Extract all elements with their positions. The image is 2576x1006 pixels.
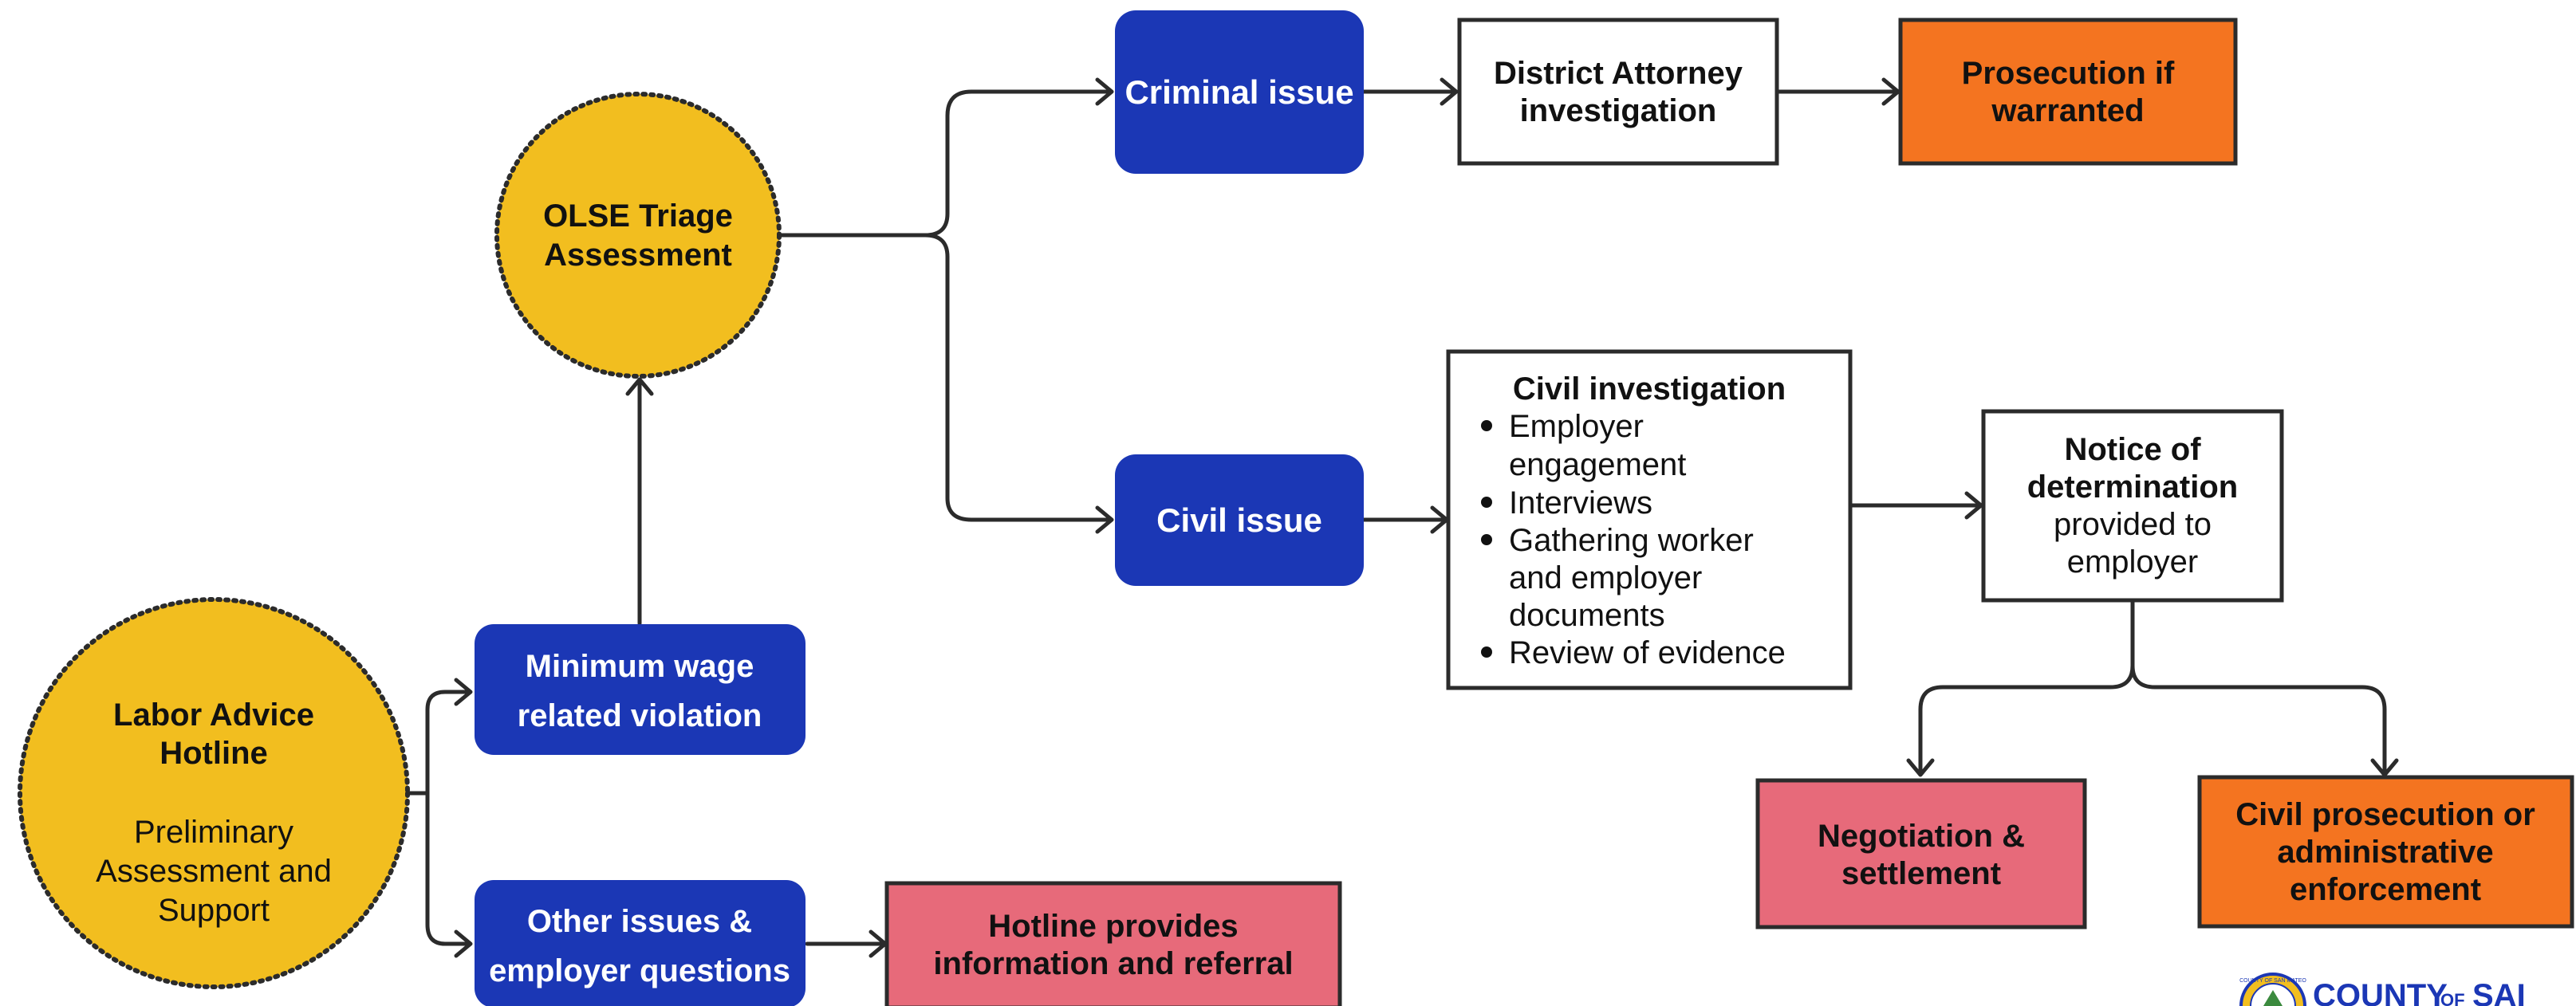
arrowhead-to-civil-prosecution [2370,758,2399,777]
other-issues-box [475,880,805,1006]
bullet-dot [1481,420,1492,431]
hotline-referral-line-1: Hotline provides [988,909,1238,944]
arrowhead-to-triage [625,377,654,396]
negotiation-box [1755,778,2087,929]
criminal-issue-label: Criminal issue [1125,73,1353,111]
connector-triage-fork [776,89,1113,522]
connector-notice-fork [1918,599,2387,774]
civil-issue-box [1115,454,1364,586]
bullet-employer-engagement-line-2: engagement [1509,447,1686,482]
civil-prosecution-box [2197,775,2574,929]
county-seal-emblem [2263,990,2283,1006]
negotiation-line-2: settlement [1841,856,2001,891]
connector-hotline-fork [404,690,471,946]
notice-of-determination-box [1981,409,2284,603]
hotline-referral-box [884,881,1342,1006]
hotline-referral-node: Hotline provides information and referra… [884,881,1342,1006]
district-attorney-line-2: investigation [1520,93,1717,128]
triage-circle [494,92,782,379]
prosecution-box [1898,18,2238,166]
bullet-gathering-line-1: Gathering worker [1509,523,1754,558]
county-logo-word-of: OF [2440,990,2465,1006]
hotline-sub-line-2: Assessment and [96,854,332,889]
criminal-issue-box [1115,10,1364,174]
hotline-sub-line-3: Support [158,893,270,928]
notice-line-4: employer [2067,544,2199,580]
olse-triage-node: OLSE Triage Assessment [494,92,782,379]
hotline-sub-line-1: Preliminary [134,815,293,850]
civil-issue-label: Civil issue [1156,501,1322,539]
triage-line-1: OLSE Triage [543,198,733,234]
notice-line-1: Notice of [2064,432,2201,467]
negotiation-node: Negotiation & settlement [1755,778,2087,929]
arrowhead-to-da [1440,77,1459,106]
negotiation-line-1: Negotiation & [1818,819,2025,854]
bullet-gathering-line-3: documents [1509,598,1665,633]
criminal-issue-node: Criminal issue [1115,10,1364,174]
civil-investigation-node: Civil investigation Employer engagement … [1446,349,1853,690]
minimum-wage-line-2: related violation [518,698,762,733]
bullet-gathering-line-2: and employer [1509,560,1702,595]
hotline-title-line-1: Labor Advice [113,698,314,733]
civil-prosecution-line-2: administrative [2277,835,2493,870]
other-issues-line-1: Other issues & [527,904,752,939]
other-issues-line-2: employer questions [489,953,790,988]
minimum-wage-node: Minimum wage related violation [475,624,805,755]
prosecution-line-2: warranted [1991,93,2144,128]
connectors [404,77,2399,958]
hotline-referral-line-2: information and referral [933,946,1293,981]
arrowhead-to-civil [1095,505,1114,534]
district-attorney-node: District Attorney investigation [1457,18,1779,166]
bullet-employer-engagement-line-1: Employer [1509,409,1644,444]
district-attorney-line-1: District Attorney [1494,56,1743,91]
civil-prosecution-line-1: Civil prosecution or [2235,797,2535,832]
arrowhead-to-criminal [1095,77,1114,106]
notice-of-determination-node: Notice of determination provided to empl… [1981,409,2284,603]
civil-prosecution-line-3: enforcement [2290,872,2481,907]
bullet-dot [1481,534,1492,545]
county-logo-word-san: SAI [2472,978,2526,1006]
arrowhead-to-notice [1964,491,1983,520]
civil-investigation-title: Civil investigation [1513,371,1786,407]
district-attorney-box [1457,18,1779,166]
arrowhead-to-negotiation [1906,758,1935,777]
labor-advice-hotline-node: Labor Advice Hotline Preliminary Assessm… [18,597,410,989]
civil-prosecution-node: Civil prosecution or administrative enfo… [2197,775,2574,929]
bullet-review-evidence: Review of evidence [1509,635,1786,670]
arrowhead-to-prosecution [1881,77,1900,106]
notice-line-3: provided to [2054,507,2212,542]
civil-issue-node: Civil issue [1115,454,1364,586]
prosecution-node: Prosecution if warranted [1898,18,2238,166]
minimum-wage-box [475,624,805,755]
county-logo-word-county: COUNTY [2313,978,2448,1006]
bullet-interviews: Interviews [1509,485,1652,521]
civil-investigation-box [1446,349,1853,690]
triage-line-2: Assessment [544,238,732,273]
arrowhead-to-min-wage [454,678,473,706]
county-logo: COUNTY OF SAN MATEO COUNTY OF SAI [2239,973,2526,1006]
prosecution-line-1: Prosecution if [1962,56,2175,91]
notice-line-2: determination [2027,470,2238,505]
county-seal-text: COUNTY OF SAN MATEO [2239,978,2306,984]
bullet-dot [1481,497,1492,508]
bullet-dot [1481,646,1492,658]
hotline-circle [18,597,410,989]
minimum-wage-line-1: Minimum wage [526,649,754,684]
hotline-title-line-2: Hotline [160,736,268,771]
arrowhead-to-other-issues [454,929,473,958]
other-issues-node: Other issues & employer questions [475,880,805,1006]
